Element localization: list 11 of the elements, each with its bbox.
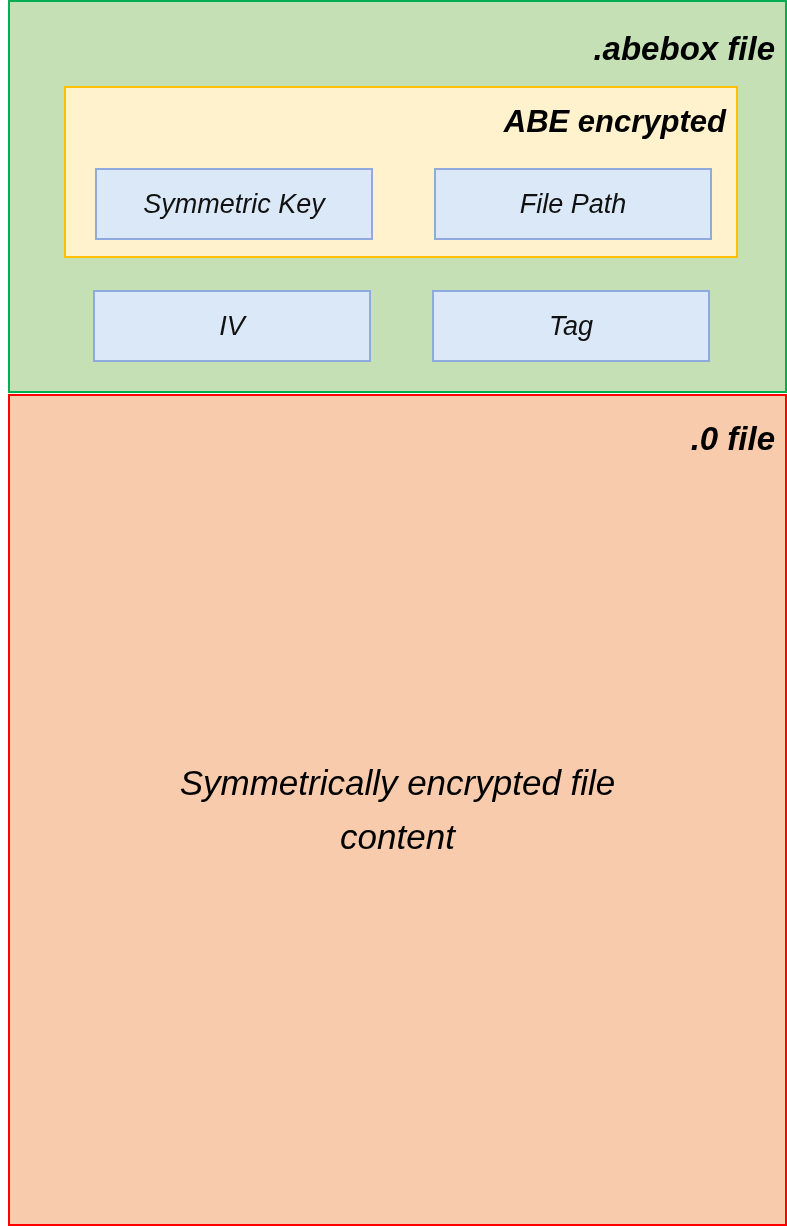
- file-panel: [8, 0, 787, 393]
- field-box: Tag: [432, 290, 710, 362]
- file-panel: [8, 394, 787, 1226]
- content-text: Symmetrically encrypted file content: [178, 762, 617, 858]
- field-box: File Path: [434, 168, 712, 240]
- section-title: ABE encrypted: [503, 104, 726, 140]
- field-box: IV: [93, 290, 371, 362]
- section-title: .0 file: [690, 420, 775, 458]
- encrypted-section-panel: [64, 86, 738, 258]
- section-title: .abebox file: [593, 30, 775, 68]
- field-box: Symmetric Key: [95, 168, 373, 240]
